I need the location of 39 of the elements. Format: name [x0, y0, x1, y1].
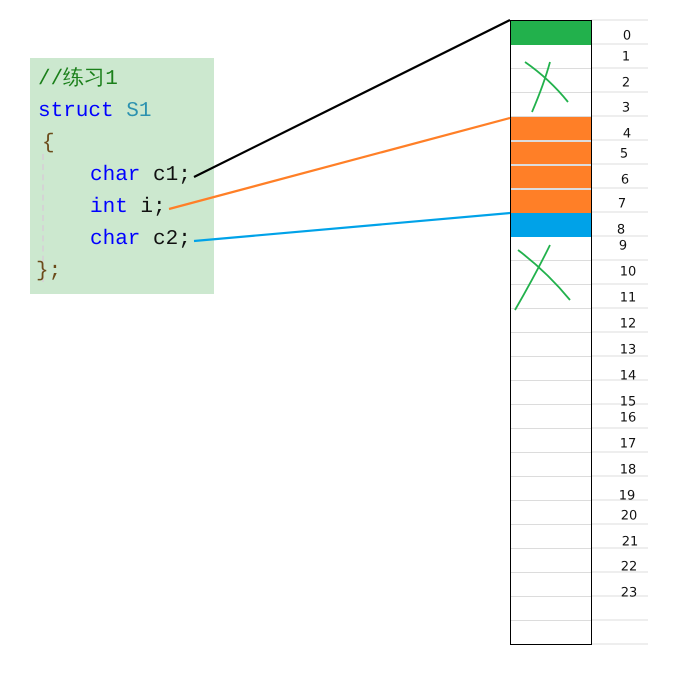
memory-column [510, 20, 592, 645]
address-number: 10 [620, 264, 636, 280]
connector-line [168, 116, 510, 210]
code-line: char c1; [90, 160, 191, 192]
address-number: 18 [620, 462, 636, 478]
address-number: 15 [620, 394, 636, 410]
code-line: char c2; [90, 224, 191, 256]
address-number: 12 [620, 316, 636, 332]
address-number: 23 [620, 586, 638, 600]
address-number: 13 [620, 342, 636, 358]
address-number: 17 [620, 436, 636, 452]
address-number: 4 [622, 126, 632, 142]
memory-cell [511, 213, 591, 237]
connector-line [194, 19, 510, 178]
code-panel [30, 58, 214, 294]
address-number: 8 [616, 222, 626, 238]
code-line: }; [36, 259, 62, 285]
address-number: 16 [620, 410, 636, 426]
address-number: 19 [618, 488, 636, 504]
address-number: 1 [622, 50, 630, 64]
code-line: int i; [90, 192, 166, 224]
connector-line [194, 212, 510, 242]
memory-cell [511, 21, 591, 45]
address-number: 11 [620, 290, 636, 306]
memory-cell [511, 117, 591, 213]
address-number: 20 [620, 508, 638, 524]
address-number: 3 [622, 100, 630, 116]
address-number: 9 [618, 238, 628, 254]
code-line: //练习1 [38, 66, 118, 93]
address-number: 0 [622, 28, 632, 44]
address-number: 5 [620, 146, 628, 162]
address-number: 14 [620, 368, 636, 384]
code-line: struct S1 [38, 99, 152, 125]
address-number: 7 [618, 196, 626, 212]
address-number: 22 [620, 560, 638, 574]
address-number: 2 [622, 76, 630, 90]
address-number: 21 [622, 534, 638, 550]
address-number: 6 [620, 172, 630, 188]
code-line: { [42, 131, 55, 157]
